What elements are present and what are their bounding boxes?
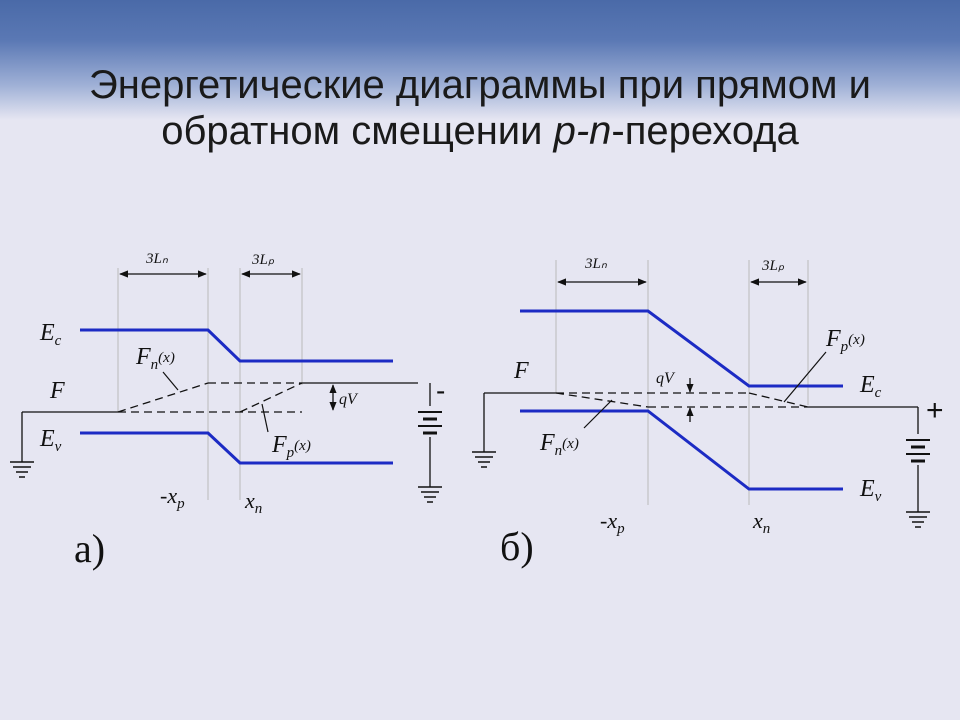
xn-label-b: xn (752, 508, 770, 537)
length-label-b-lp: 3Lₚ (761, 258, 785, 274)
ev-label-a: Ev (39, 426, 62, 455)
quasi-fermi-b-fp-slope (748, 392, 809, 408)
quasi-fermi-a-fn-slope (117, 382, 209, 413)
fp-label-a: Fp(x) (271, 432, 311, 461)
title-line-2-em: p-n (553, 109, 612, 153)
xp-label-a: -xp (160, 483, 185, 512)
valence-band-a (80, 431, 393, 465)
title-line-2: обратном смещении p-n-перехода (0, 108, 960, 154)
panel-label-a: а) (74, 526, 105, 571)
battery-sign-b: + (926, 394, 944, 427)
ec-label-a: Ec (39, 320, 62, 349)
panel-label-b: б) (500, 524, 534, 569)
title-line-2-post: -перехода (611, 109, 799, 153)
length-label-b-ln: 3Lₙ (584, 256, 608, 272)
ec-label-b: Ec (859, 372, 882, 401)
slide-title: Энергетические диаграммы при прямом и об… (0, 62, 960, 154)
qv-label-b: qV (656, 370, 676, 387)
length-label-a-lp: 3Lₚ (251, 252, 275, 268)
fn-leader-a (162, 371, 179, 391)
fermi-label-a: F (49, 378, 65, 404)
fp-leader-a (261, 403, 269, 433)
xp-label-b: -xp (600, 508, 625, 537)
qv-label-a: qV (339, 391, 359, 408)
title-line-1: Энергетические диаграммы при прямом и (89, 63, 871, 107)
battery-sign-a: - (436, 375, 445, 406)
fp-leader-b (783, 351, 827, 403)
quasi-fermi-a-fp-slope (239, 382, 303, 413)
ev-label-b: Ev (859, 476, 882, 505)
conduction-band-a (80, 328, 393, 363)
fermi-label-b: F (513, 358, 529, 384)
ground-icon (418, 486, 442, 503)
length-label-a-ln: 3Lₙ (145, 251, 169, 267)
title-line-2-pre: обратном смещении (161, 109, 554, 153)
xn-label-a: xn (244, 488, 262, 517)
diagram-a: 3Lₙ 3Lₚ qV (10, 251, 445, 571)
ground-icon (906, 511, 930, 528)
battery-icon (906, 439, 930, 463)
diagram-b: 3Lₙ 3Lₚ qV (472, 256, 944, 569)
battery-icon (418, 411, 442, 435)
ground-icon (10, 461, 34, 478)
fp-label-b: Fp(x) (825, 326, 865, 355)
valence-band-b (520, 409, 843, 491)
ground-icon (472, 451, 496, 468)
fn-label-b: Fn(x) (539, 430, 579, 459)
fn-label-a: Fn(x) (135, 344, 175, 373)
fn-leader-b (583, 399, 613, 429)
header-band (0, 0, 960, 120)
quasi-fermi-b-fn-slope (555, 392, 649, 408)
conduction-band-b (520, 309, 843, 388)
